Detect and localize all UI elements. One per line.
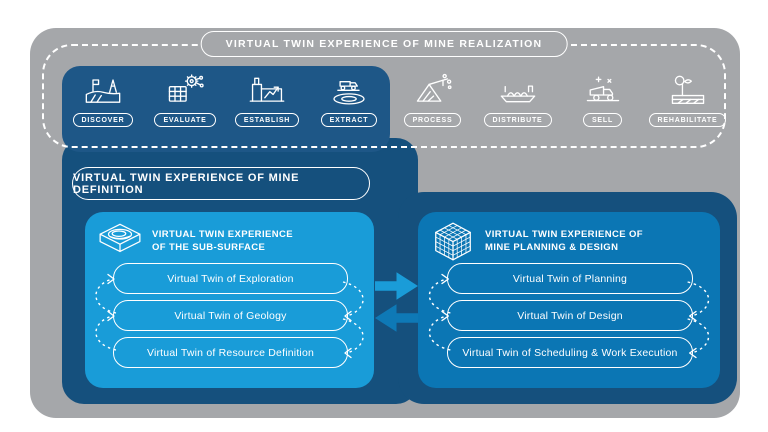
highlighted-stage-row: DISCOVER EVALUATE ESTABLISH — [62, 72, 390, 146]
stage-label: DISCOVER — [72, 113, 134, 127]
stage-evaluate: EVALUATE — [144, 72, 226, 127]
discover-icon — [85, 79, 121, 103]
stage-label: SELL — [582, 113, 623, 127]
evaluate-icon — [168, 74, 204, 102]
extract-icon — [333, 81, 365, 105]
pill-virtual-twin-of-exploration: Virtual Twin of Exploration — [113, 263, 348, 294]
planning-panel-title: VIRTUAL TWIN EXPERIENCE OF MINE PLANNING… — [485, 228, 643, 255]
sell-icon — [586, 76, 619, 102]
pill-virtual-twin-of-design: Virtual Twin of Design — [447, 300, 693, 331]
stage-label: EVALUATE — [154, 113, 216, 127]
planning-panel: VIRTUAL TWIN EXPERIENCE OF MINE PLANNING… — [418, 212, 720, 388]
stage-label: EXTRACT — [320, 113, 378, 127]
subsurface-panel-header: VIRTUAL TWIN EXPERIENCE OF THE SUB-SURFA… — [97, 221, 293, 261]
subsurface-panel: VIRTUAL TWIN EXPERIENCE OF THE SUB-SURFA… — [85, 212, 374, 388]
planning-title-line2: MINE PLANNING & DESIGN — [485, 242, 619, 253]
stage-label: DISTRIBUTE — [483, 113, 552, 127]
subsurface-title-line1: VIRTUAL TWIN EXPERIENCE — [152, 228, 293, 240]
rehabilitate-icon — [671, 75, 704, 105]
planning-panel-header: VIRTUAL TWIN EXPERIENCE OF MINE PLANNING… — [430, 221, 643, 261]
stage-label: ESTABLISH — [234, 113, 300, 127]
stage-rehabilitate: REHABILITATE — [645, 72, 730, 127]
subsurface-icon — [99, 223, 141, 253]
stage-discover: DISCOVER — [62, 72, 144, 127]
stage-label: PROCESS — [403, 113, 462, 127]
pill-virtual-twin-of-geology: Virtual Twin of Geology — [113, 300, 348, 331]
pill-virtual-twin-of-planning: Virtual Twin of Planning — [447, 263, 693, 294]
stage-distribute: DISTRIBUTE — [475, 72, 560, 127]
subsurface-title-line2: OF THE SUB-SURFACE — [152, 242, 266, 253]
highlighted-stages-box — [62, 66, 390, 152]
process-icon — [416, 73, 452, 102]
stage-sell: SELL — [560, 72, 645, 127]
subsurface-panel-title: VIRTUAL TWIN EXPERIENCE OF THE SUB-SURFA… — [152, 228, 293, 255]
establish-icon — [249, 77, 285, 102]
stage-extract: EXTRACT — [308, 72, 390, 127]
gray-stage-row: PROCESS DISTRIBUTE SELL — [390, 72, 730, 146]
pill-virtual-twin-of-scheduling: Virtual Twin of Scheduling & Work Execut… — [447, 337, 693, 368]
pill-virtual-twin-of-resource-definition: Virtual Twin of Resource Definition — [113, 337, 348, 368]
stage-process: PROCESS — [390, 72, 475, 127]
distribute-icon — [500, 85, 535, 103]
stage-label: REHABILITATE — [648, 113, 727, 127]
page-title: VIRTUAL TWIN EXPERIENCE OF MINE REALIZAT… — [200, 31, 568, 57]
stage-establish: ESTABLISH — [226, 72, 308, 127]
planning-icon — [435, 222, 471, 261]
planning-title-line1: VIRTUAL TWIN EXPERIENCE OF — [485, 228, 644, 240]
mine-definition-label: VIRTUAL TWIN EXPERIENCE OF MINE DEFINITI… — [72, 167, 370, 200]
